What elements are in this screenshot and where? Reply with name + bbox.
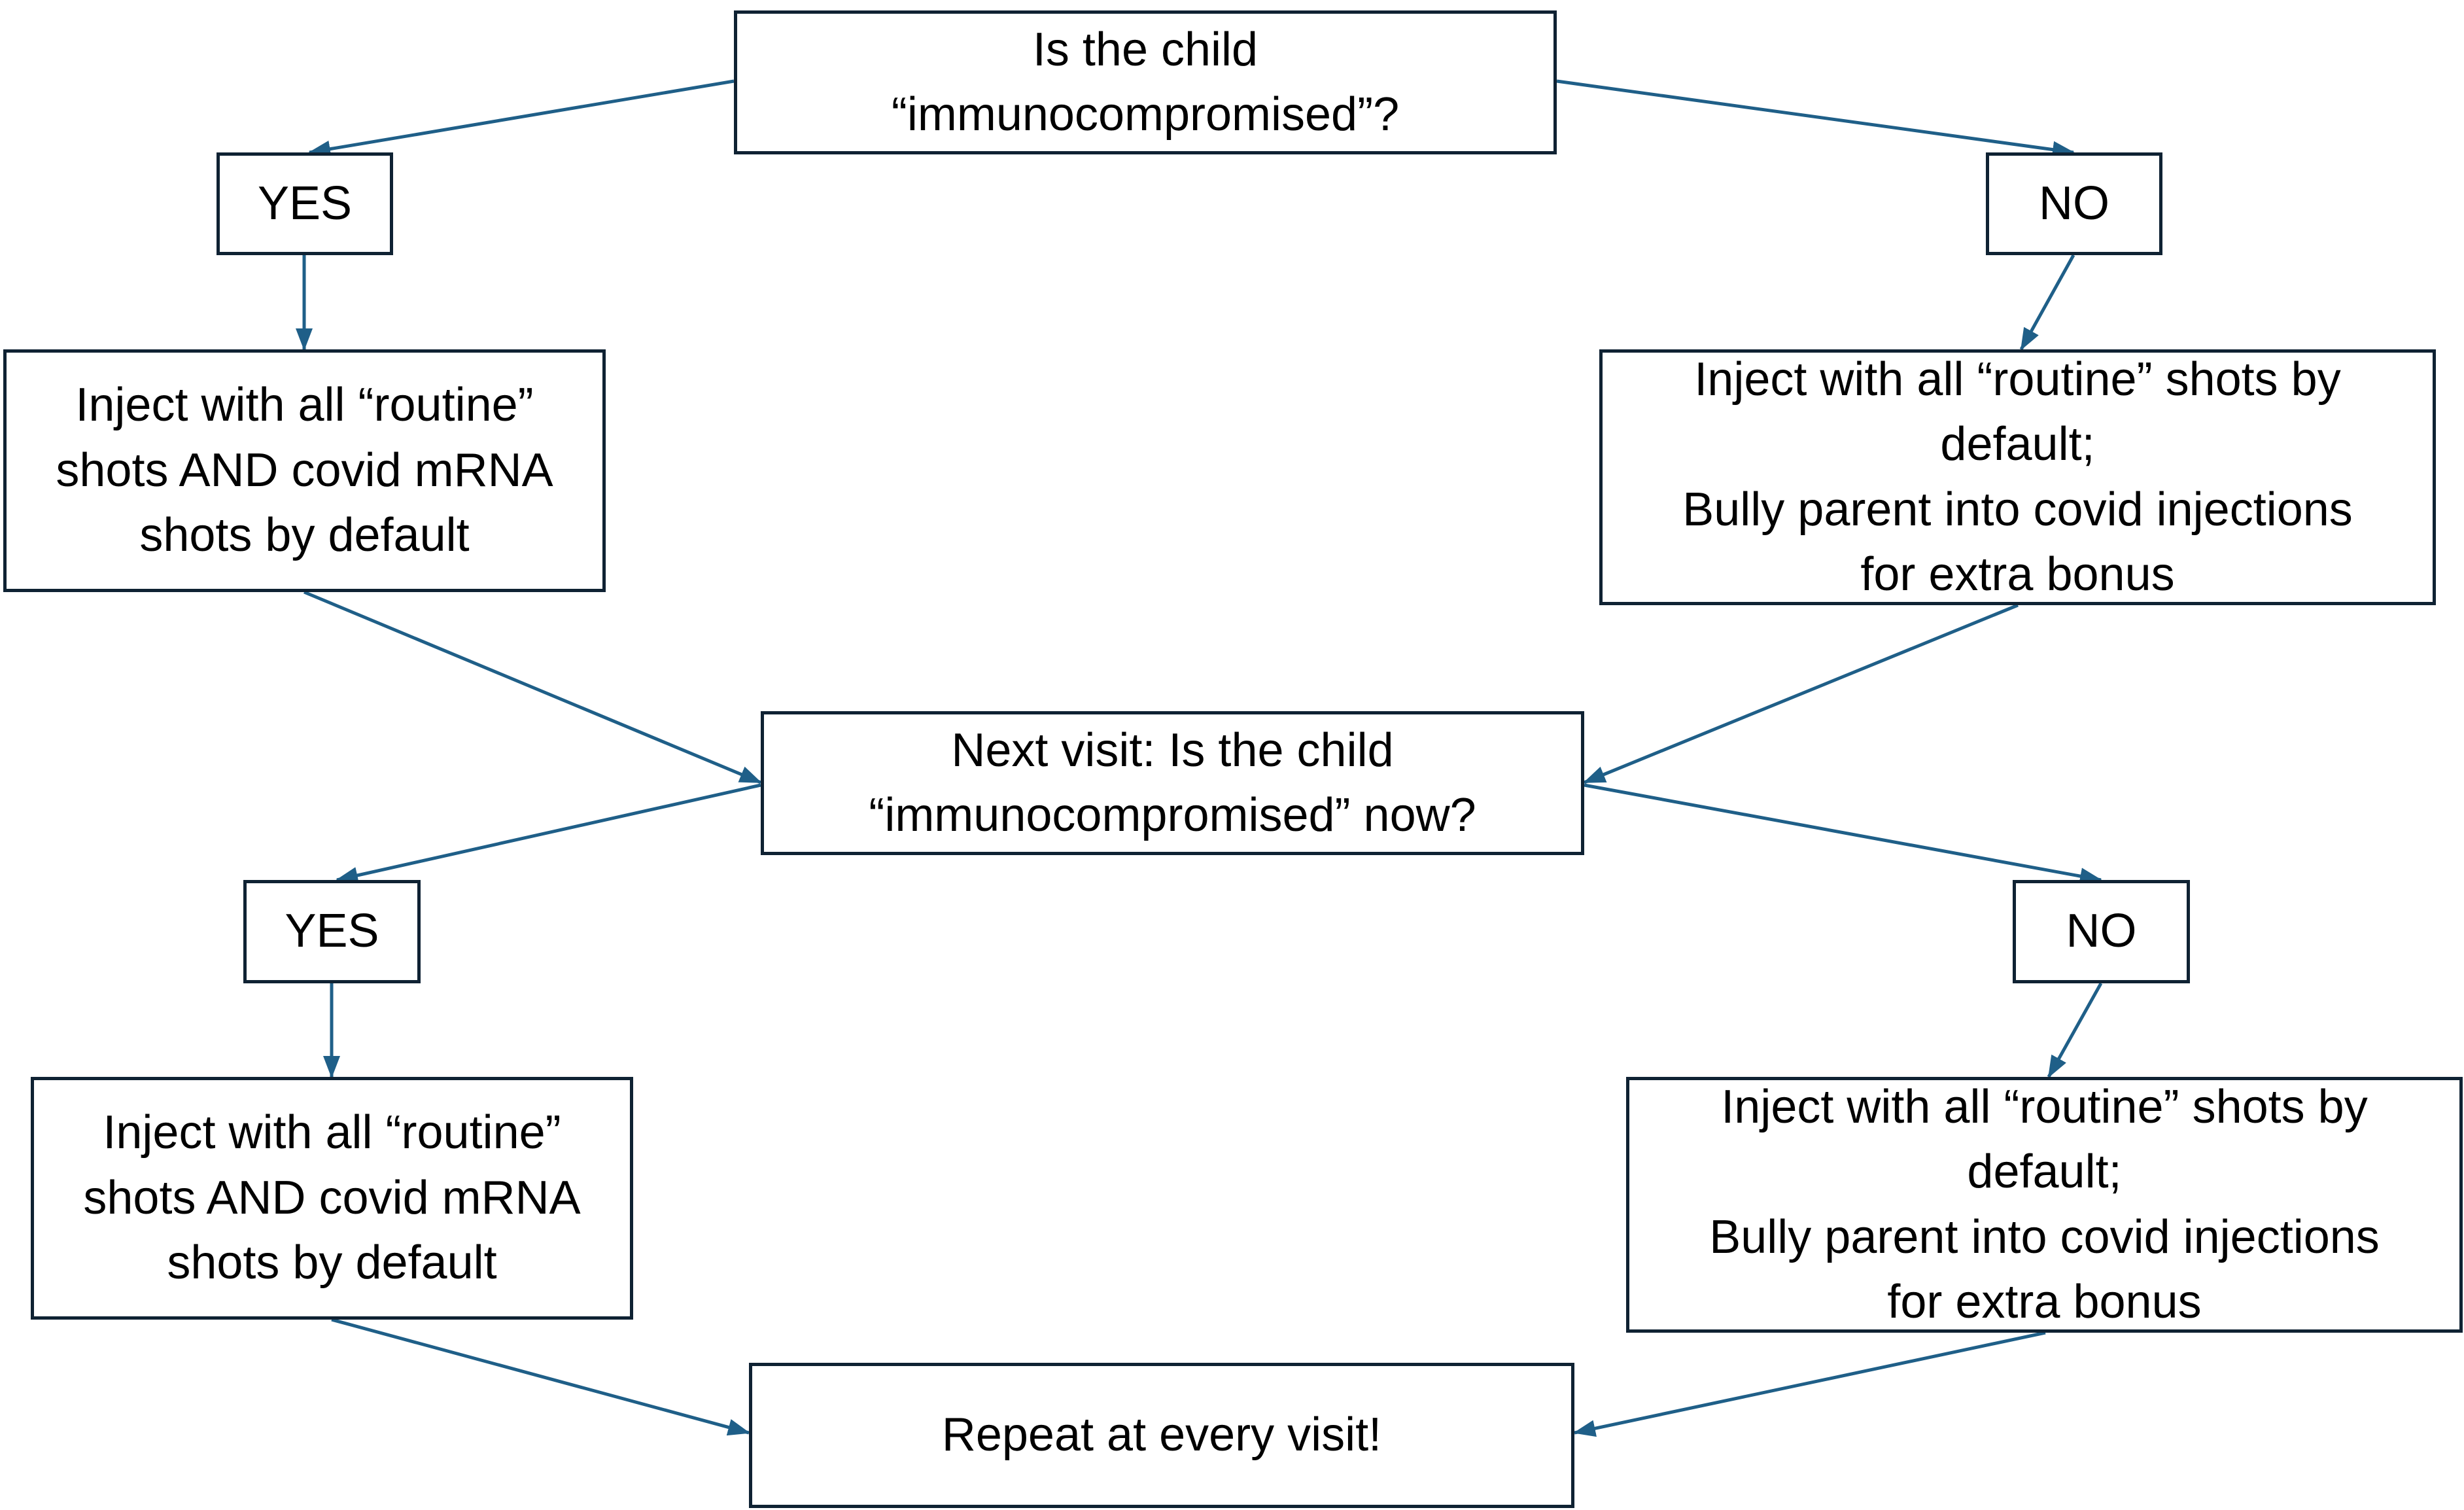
arrow-yes-action1-to-q2 bbox=[304, 590, 762, 784]
action-yes-1-text: Inject with all “routine” shots AND covi… bbox=[56, 379, 553, 562]
arrow-q2-to-no2 bbox=[1584, 783, 2102, 885]
arrow-no2-to-action bbox=[2047, 982, 2103, 1078]
no-node-2-label: NO bbox=[2066, 905, 2137, 958]
question-immunocompromised-text: Is the child “immunocompromised”? bbox=[891, 23, 1400, 141]
question-next-visit-text: Next visit: Is the child “immunocompromi… bbox=[869, 724, 1476, 841]
repeat-at-every-visit: Repeat at every visit! bbox=[749, 1363, 1574, 1508]
arrow-no-action2-to-end bbox=[1573, 1331, 2046, 1437]
yes-node-1-label: YES bbox=[257, 177, 353, 230]
arrow-no1-to-action bbox=[2019, 254, 2075, 351]
arrow-yes-action2-to-end bbox=[331, 1318, 750, 1436]
arrow-q2-to-yes2 bbox=[336, 783, 761, 884]
action-no-2-text: Inject with all “routine” shots by defau… bbox=[1709, 1080, 2380, 1328]
yes-node-2-label: YES bbox=[285, 905, 379, 958]
action-no-1-text: Inject with all “routine” shots by defau… bbox=[1682, 353, 2353, 601]
action-yes-1: Inject with all “routine” shots AND covi… bbox=[3, 349, 606, 592]
question-next-visit: Next visit: Is the child “immunocompromi… bbox=[761, 711, 1584, 855]
no-node-1: NO bbox=[1986, 152, 2162, 255]
no-node-2: NO bbox=[2013, 880, 2190, 983]
yes-node-1: YES bbox=[217, 152, 393, 255]
yes-node-2: YES bbox=[243, 880, 421, 983]
arrow-q1-to-yes1 bbox=[308, 79, 735, 158]
action-yes-2: Inject with all “routine” shots AND covi… bbox=[31, 1077, 633, 1320]
no-node-1-label: NO bbox=[2039, 177, 2109, 230]
question-immunocompromised: Is the child “immunocompromised”? bbox=[734, 10, 1557, 154]
action-no-1: Inject with all “routine” shots by defau… bbox=[1599, 349, 2436, 605]
arrow-q1-to-no1 bbox=[1556, 79, 2075, 158]
action-yes-2-text: Inject with all “routine” shots AND covi… bbox=[83, 1106, 581, 1290]
action-no-2: Inject with all “routine” shots by defau… bbox=[1626, 1077, 2463, 1333]
arrow-no-action1-to-q2 bbox=[1583, 603, 2019, 784]
repeat-at-every-visit-text: Repeat at every visit! bbox=[941, 1409, 1382, 1462]
